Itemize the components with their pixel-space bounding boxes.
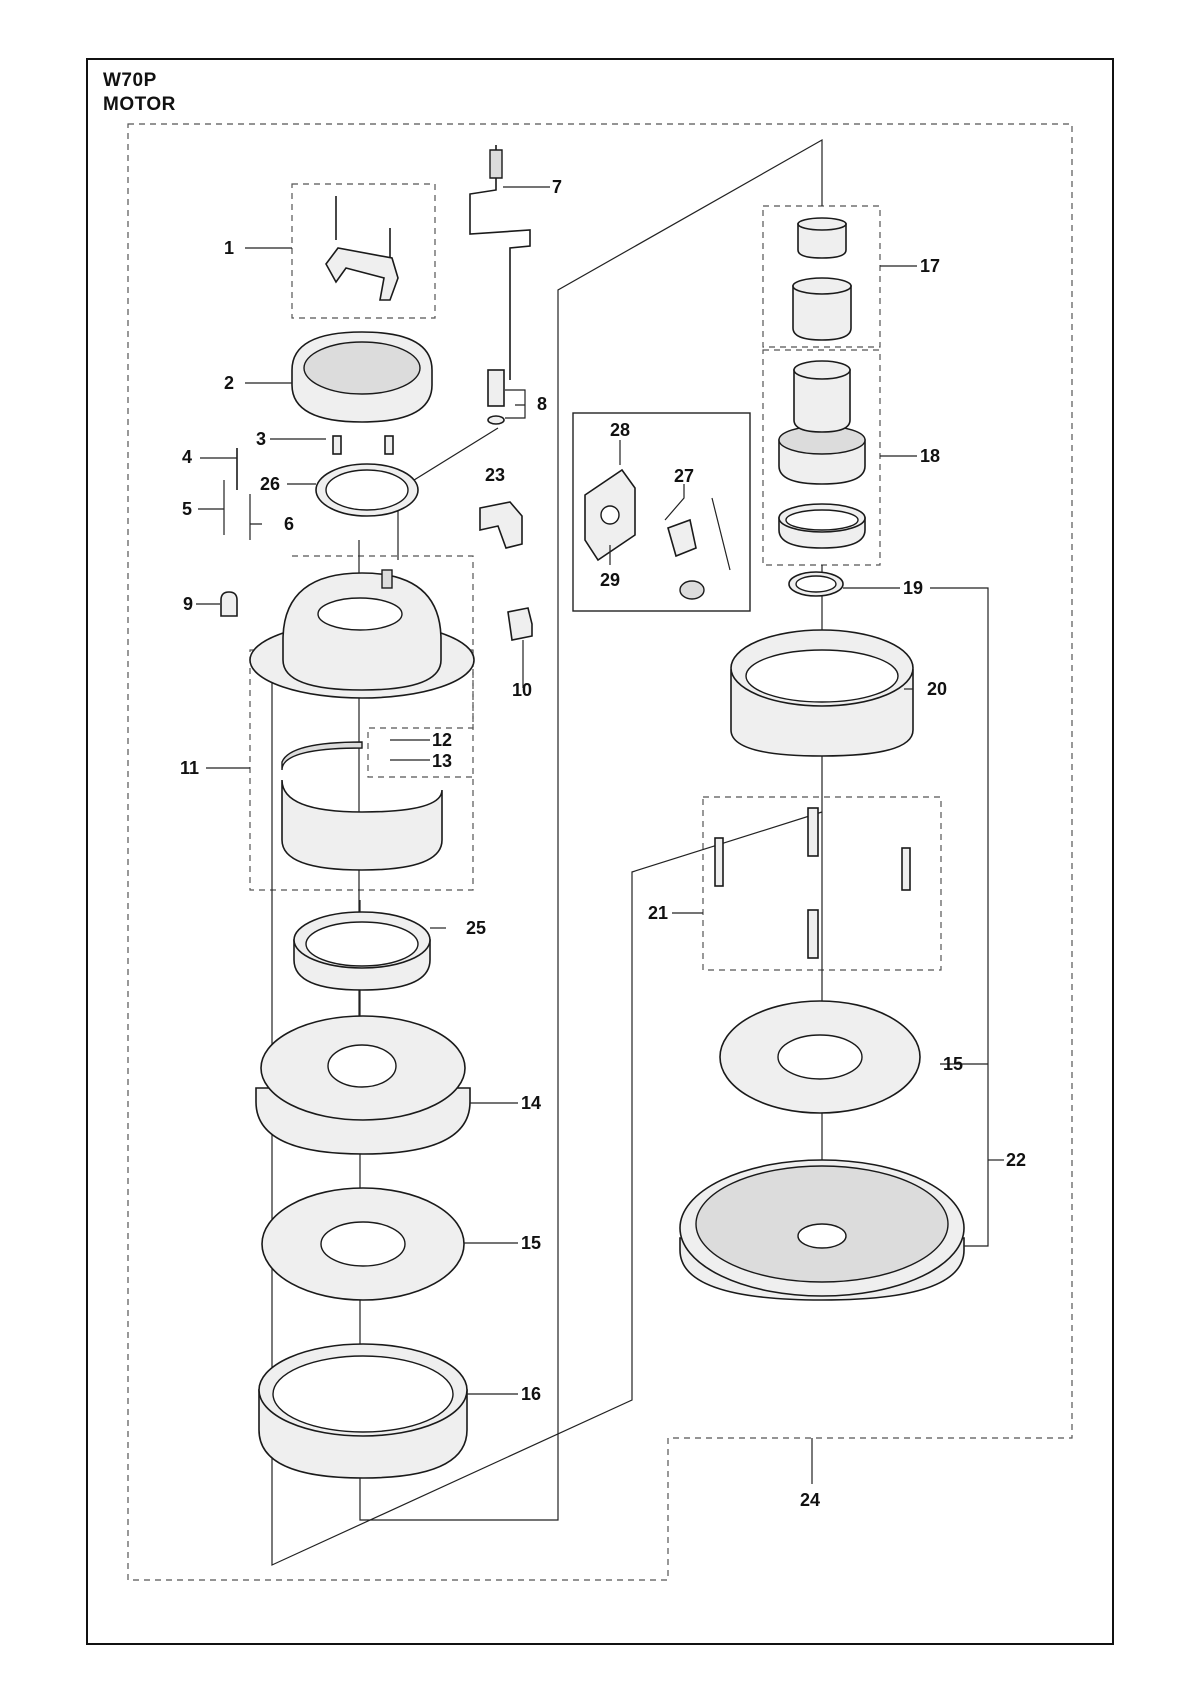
callout-7: 7 bbox=[552, 177, 562, 197]
switch-part bbox=[507, 607, 533, 641]
callout-29: 29 bbox=[600, 570, 620, 590]
leader-line bbox=[505, 389, 526, 419]
callout-5: 5 bbox=[182, 499, 192, 519]
power-cable-part bbox=[469, 145, 531, 380]
callout-12: 12 bbox=[432, 730, 452, 750]
ring-part bbox=[293, 911, 431, 991]
motor-shroud-part bbox=[730, 629, 914, 757]
socket-part bbox=[667, 518, 705, 600]
leader-line bbox=[843, 587, 989, 1247]
callout-26: 26 bbox=[260, 474, 280, 494]
callout-17: 17 bbox=[920, 256, 940, 276]
callout-25: 25 bbox=[466, 918, 486, 938]
callout-18: 18 bbox=[920, 446, 940, 466]
callout-23: 23 bbox=[485, 465, 505, 485]
spacer-part bbox=[384, 435, 394, 455]
leader-line bbox=[664, 484, 731, 571]
callout-3: 3 bbox=[256, 429, 266, 449]
callout-22: 22 bbox=[1006, 1150, 1026, 1170]
callout-15-right: 15 bbox=[943, 1054, 963, 1074]
callout-2: 2 bbox=[224, 373, 234, 393]
callout-19: 19 bbox=[903, 578, 923, 598]
callout-1: 1 bbox=[224, 238, 234, 258]
plate-part bbox=[719, 1000, 921, 1114]
leader-line bbox=[249, 494, 262, 540]
shroud-part bbox=[281, 741, 443, 871]
top-cover-part bbox=[291, 331, 433, 423]
callout-15-left: 15 bbox=[521, 1233, 541, 1253]
model-title: W70P bbox=[103, 70, 157, 91]
leader-line bbox=[198, 480, 225, 535]
motor-housing-part bbox=[249, 569, 475, 699]
callout-6: 6 bbox=[284, 514, 294, 534]
group-1-box bbox=[291, 183, 436, 319]
sleeve-part bbox=[792, 277, 852, 341]
spacer-part bbox=[332, 435, 342, 455]
gasket-part bbox=[315, 463, 419, 517]
callout-28: 28 bbox=[610, 420, 630, 440]
callout-9: 9 bbox=[183, 594, 193, 614]
standoff-part bbox=[807, 807, 819, 857]
standoff-part bbox=[714, 837, 724, 887]
standoff-part bbox=[807, 909, 819, 959]
callout-14: 14 bbox=[521, 1093, 541, 1113]
washer-part bbox=[487, 415, 505, 425]
callout-10: 10 bbox=[512, 680, 532, 700]
callout-4: 4 bbox=[182, 447, 192, 467]
plate-part bbox=[261, 1187, 465, 1301]
strain-relief-part bbox=[487, 369, 505, 407]
standoff-part bbox=[901, 847, 911, 891]
base-housing-part bbox=[255, 1015, 471, 1155]
handle-part bbox=[325, 196, 399, 301]
callout-11: 11 bbox=[180, 758, 199, 778]
bracket-part bbox=[479, 501, 523, 549]
callout-24: 24 bbox=[800, 1490, 820, 1510]
callout-20: 20 bbox=[927, 679, 947, 699]
base-plate-part bbox=[679, 1159, 965, 1301]
seal-ring-part bbox=[788, 571, 844, 597]
base-ring-part bbox=[258, 1343, 468, 1479]
callout-27: 27 bbox=[674, 466, 694, 486]
callout-8: 8 bbox=[537, 394, 547, 414]
assembly-outline bbox=[127, 123, 1073, 1581]
motor-unit-part bbox=[778, 360, 866, 549]
callout-13: 13 bbox=[432, 751, 452, 771]
mount-plate-part bbox=[584, 468, 636, 562]
callout-16: 16 bbox=[521, 1384, 541, 1404]
diagram-frame bbox=[86, 58, 1114, 1645]
bearing-ring-part bbox=[797, 217, 847, 259]
section-title: MOTOR bbox=[103, 94, 176, 115]
cap-part bbox=[220, 591, 238, 617]
callout-21: 21 bbox=[648, 903, 668, 923]
